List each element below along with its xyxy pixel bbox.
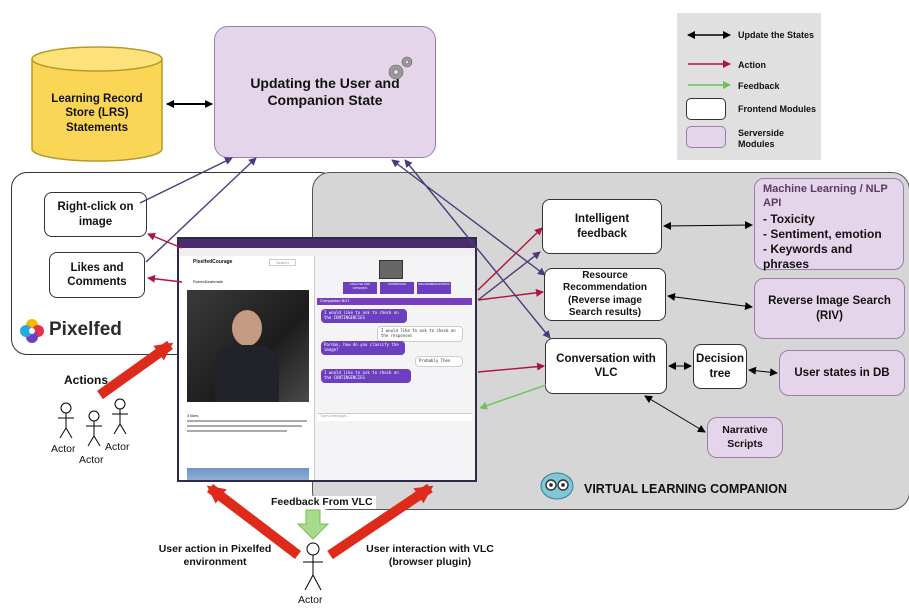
chat-message: I would like to ask to check on the CONT…	[321, 309, 407, 323]
legend-serverside-label: Serverside Modules	[738, 128, 785, 150]
right-click-label: Right-click on image	[57, 201, 134, 228]
right-click-box: Right-click on image	[44, 192, 147, 237]
embedded-screenshot: PixelfedCourage Search RubenDeahmale 3 l…	[177, 237, 477, 482]
ml-api-item: - Sentiment, emotion	[763, 226, 882, 241]
user-states-label: User states in DB	[794, 366, 890, 379]
chat-input[interactable]: Type a message...	[317, 413, 472, 421]
feed-caption-line	[187, 425, 302, 427]
feed-caption-line	[187, 430, 287, 432]
conversation-label: Conversation with VLC	[556, 352, 656, 379]
user-action-pixelfed-label: User action in Pixelfed environment	[158, 543, 272, 569]
ml-api-item: - Keywords and phrases	[763, 241, 853, 271]
update-state-box: Updating the User and Companion State	[214, 26, 436, 158]
likes-box: Likes and Comments	[49, 252, 145, 298]
feedback-from-vlc-label: Feedback From VLC	[268, 496, 376, 510]
legend-feedback-label: Feedback	[738, 81, 780, 91]
chat-mode-button[interactable]: RECOMMENDATIONS	[417, 282, 451, 294]
chat-message: I would like to ask to check on the CONT…	[321, 369, 411, 383]
conversation-box: Conversation with VLC	[545, 338, 667, 394]
lrs-label: Learning Record Store (LRS) Statements	[51, 93, 143, 134]
browser-toolbar	[179, 248, 475, 256]
feed-app-name: PixelfedCourage	[193, 259, 233, 265]
riv-box: Reverse Image Search (RIV)	[754, 278, 905, 339]
ml-api-box: Machine Learning / NLP API - Toxicity - …	[754, 178, 904, 271]
legend-action-label: Action	[738, 60, 766, 70]
chat-message: Pardon, how do you classify the image?	[321, 341, 405, 355]
feed-search: Search	[269, 259, 296, 266]
user-states-box: User states in DB	[779, 350, 905, 396]
feed-photo	[187, 290, 309, 402]
feed-panel: PixelfedCourage Search RubenDeahmale 3 l…	[179, 256, 314, 480]
lrs-database-icon	[31, 46, 163, 162]
legend-update-label: Update the States	[738, 30, 815, 40]
actions-label: Actions	[64, 373, 109, 387]
ml-api-title: Machine Learning / NLP API	[763, 183, 888, 209]
intelligent-feedback-label: Intelligent feedback	[574, 213, 630, 240]
intelligent-feedback-box: Intelligent feedback	[542, 199, 662, 254]
actor-label: Actor	[298, 594, 323, 606]
actor-label: Actor	[79, 454, 104, 466]
vlc-title: VIRTUAL LEARNING COMPANION	[584, 482, 788, 496]
pixelfed-brand: Pixelfed	[49, 319, 122, 340]
gears-icon	[388, 56, 413, 80]
riv-label: Reverse Image Search (RIV)	[768, 295, 891, 322]
actor-label: Actor	[51, 443, 76, 455]
decision-tree-label: Decision tree	[696, 353, 744, 380]
actor-figure	[303, 542, 323, 591]
actor-figure	[58, 402, 74, 439]
chat-message: Probably Then	[415, 356, 463, 367]
legend-frontend-label: Frontend Modules	[738, 104, 816, 114]
feed-likes: 3 likes	[187, 413, 199, 418]
resource-rec-box: Resource Recommendation (Reverse image S…	[544, 268, 666, 321]
chat-mode-button[interactable]: COMPANION	[380, 282, 414, 294]
resource-rec-label: Resource Recommendation (Reverse image S…	[563, 269, 647, 319]
chat-avatar	[379, 260, 403, 279]
vlc-robot-icon	[540, 472, 574, 500]
chat-mode-button[interactable]: ANALYSE AND OPINIONS	[343, 282, 377, 294]
chat-panel: ANALYSE AND OPINIONS COMPANION RECOMMEND…	[314, 256, 475, 480]
decision-tree-box: Decision tree	[693, 344, 747, 389]
feed-second-photo	[187, 468, 309, 480]
feed-caption-line	[187, 420, 307, 422]
likes-label: Likes and Comments	[67, 261, 127, 288]
actor-label: Actor	[105, 441, 130, 453]
user-interaction-vlc-label: User interaction with VLC (browser plugi…	[366, 543, 494, 569]
photo-suit	[215, 345, 279, 402]
browser-tabbar	[179, 239, 475, 248]
legend-frontend-swatch	[686, 98, 726, 120]
photo-face	[232, 310, 262, 346]
chat-header: Companion BOT	[317, 298, 472, 305]
feedback-from-vlc-arrow	[296, 509, 330, 540]
narrative-box: Narrative Scripts	[707, 417, 783, 458]
narrative-label: Narrative Scripts	[722, 424, 768, 450]
ml-api-item: - Toxicity	[763, 211, 815, 226]
feed-username: RubenDeahmale	[193, 279, 224, 284]
chat-message: I would like to ask to check on the resp…	[377, 326, 463, 342]
actor-figure	[112, 398, 128, 435]
actor-figure	[86, 410, 102, 447]
legend-serverside-swatch	[686, 126, 726, 148]
pixelfed-logo-icon	[20, 319, 44, 343]
update-state-label: Updating the User and Companion State	[250, 74, 400, 109]
